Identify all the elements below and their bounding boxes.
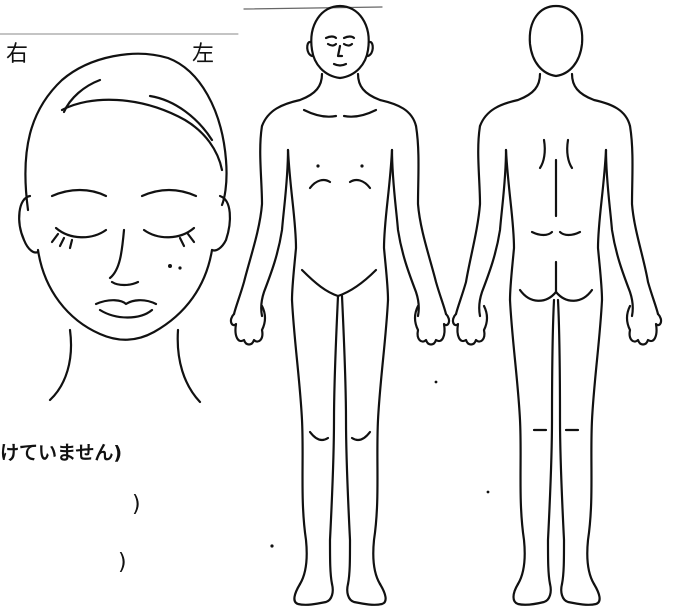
front-groin-line <box>302 270 376 296</box>
front-leg-left-outer <box>373 300 388 584</box>
front-chest <box>310 180 370 188</box>
face-hair-outline <box>25 54 226 210</box>
front-leg-right-inner <box>330 296 338 584</box>
scan-edge-mark <box>244 7 382 9</box>
face-nose-base <box>112 282 138 285</box>
face-eyebrow-left <box>142 190 196 196</box>
front-torso-right <box>288 150 296 300</box>
blank-field-close-2: ) <box>118 552 127 574</box>
front-arm-left-outer <box>416 126 446 314</box>
back-leg-right-outer <box>510 300 525 584</box>
back-shoulder-right <box>480 74 540 126</box>
back-torso-right <box>506 150 514 300</box>
front-leg-left-inner <box>342 296 350 584</box>
face-jawline <box>38 250 212 340</box>
back-hand-right <box>453 306 487 345</box>
back-shoulder-left <box>572 74 630 126</box>
face-lower-lip <box>100 310 152 318</box>
back-foot-left <box>561 584 599 605</box>
face-mark-2 <box>178 266 181 269</box>
front-nipple-left <box>360 164 363 167</box>
body-back-diagram <box>453 6 661 605</box>
front-head <box>311 6 368 78</box>
front-eyebrows <box>326 37 354 39</box>
front-nose <box>338 46 342 56</box>
face-nose-bridge <box>110 230 124 278</box>
face-ear-right <box>19 196 38 253</box>
back-head <box>530 6 582 76</box>
front-torso-left <box>384 150 392 300</box>
back-leg-right-inner <box>548 300 554 584</box>
front-arm-left-inner <box>392 150 419 316</box>
back-arm-left-outer <box>630 126 658 314</box>
front-mouth <box>334 64 346 66</box>
face-ear-left <box>212 196 230 251</box>
face-mark <box>168 264 172 268</box>
blank-field-close-1: ) <box>132 494 141 516</box>
front-nipple-right <box>316 164 319 167</box>
back-foot-right <box>514 584 551 605</box>
face-diagram <box>19 54 230 402</box>
front-arm-right-outer <box>234 126 262 314</box>
front-arm-right-inner <box>261 150 288 316</box>
front-foot-left <box>347 584 385 605</box>
body-front-diagram <box>231 6 449 605</box>
front-knees <box>310 432 370 440</box>
face-eyebrow-right <box>52 190 106 196</box>
face-neck-right <box>50 330 71 400</box>
face-fringe-line <box>62 100 222 170</box>
back-arm-left-inner <box>606 150 633 316</box>
scan-speck-3 <box>487 491 490 494</box>
front-shoulder-right <box>262 74 322 126</box>
scan-speck <box>270 544 273 547</box>
scan-speck-2 <box>435 381 438 384</box>
front-shoulder-left <box>358 74 416 126</box>
face-upper-lip <box>96 300 156 304</box>
back-lower-back <box>532 232 580 235</box>
front-foot-right <box>294 584 332 605</box>
back-leg-left-inner <box>558 300 564 584</box>
front-collarbones <box>304 110 376 117</box>
note-text: けていません) <box>0 444 122 463</box>
front-leg-right-outer <box>292 300 307 584</box>
back-leg-left-outer <box>587 300 602 584</box>
face-eye-right <box>56 228 106 237</box>
back-arm-right-inner <box>479 150 506 316</box>
back-torso-left <box>598 150 606 300</box>
front-hand-left <box>415 306 449 345</box>
back-arm-right-outer <box>456 126 480 314</box>
face-eye-left <box>144 228 194 237</box>
face-neck-left <box>178 330 200 402</box>
front-hand-right <box>231 306 265 345</box>
